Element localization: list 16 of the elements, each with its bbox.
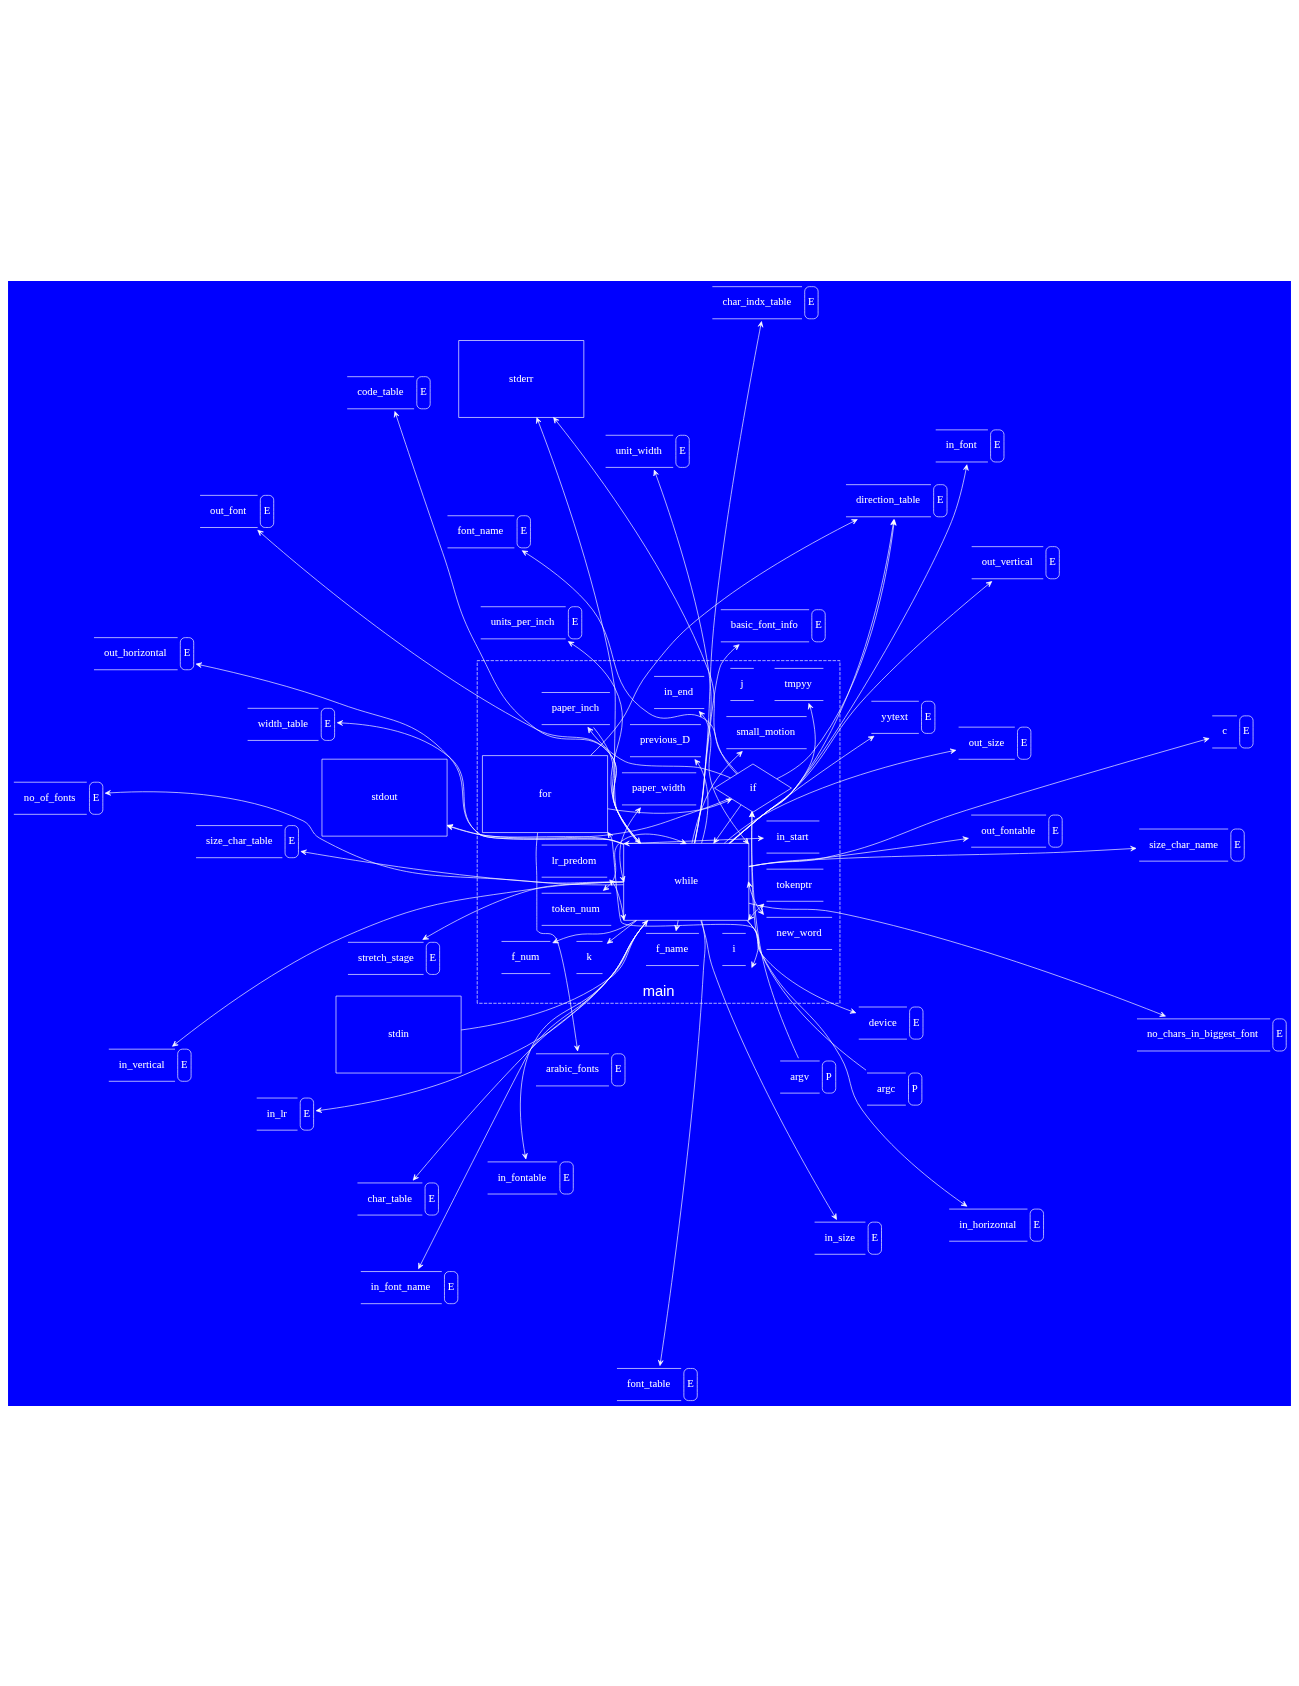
node-text: f_name	[656, 941, 689, 954]
node-text: paper_inch	[551, 700, 600, 713]
node-text: small_motion	[736, 724, 796, 737]
node-text: new_word	[776, 925, 822, 938]
node-text: lr_predom	[551, 853, 597, 866]
node-text: previous_D	[640, 732, 690, 745]
node-text: i	[732, 941, 736, 954]
node-text: in_start	[776, 829, 809, 842]
node-text: token_num	[551, 901, 600, 914]
node-text: k	[586, 949, 592, 962]
node-text: tokenptr	[776, 877, 813, 890]
node-text: paper_width	[631, 780, 686, 793]
node-text: tmpyy	[784, 676, 812, 689]
node-text: j	[740, 676, 744, 689]
node-text: in_end	[664, 684, 694, 697]
node-text: f_num	[511, 949, 540, 962]
